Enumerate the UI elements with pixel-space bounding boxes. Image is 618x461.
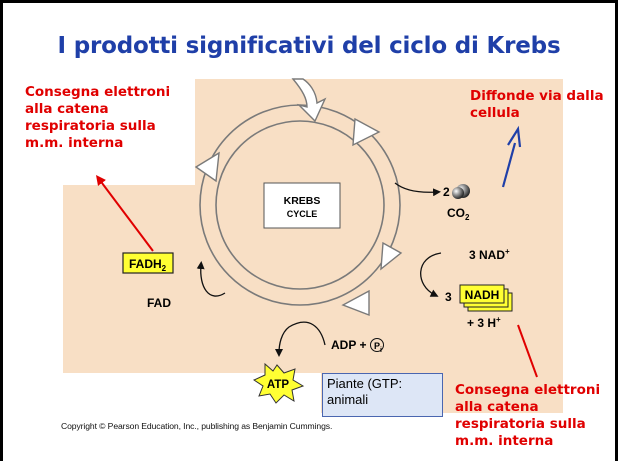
fadh2-label: FADH2 — [129, 257, 167, 273]
red-arrow-fadh2 — [96, 175, 154, 252]
label-bottom-right: Consegna elettroni alla catena respirato… — [455, 382, 600, 450]
label-bottom-right-line4: m.m. interna — [455, 433, 554, 449]
label-top-right-line2: cellula — [470, 105, 520, 121]
label-top-left: Consegna elettroni alla catena respirato… — [25, 84, 170, 152]
protons-label: + 3 H+ — [467, 315, 501, 330]
label-top-right-line1: Diffonde via dalla — [470, 88, 604, 104]
nadh-box — [459, 284, 505, 304]
label-top-left-line1: Consegna elettroni — [25, 84, 171, 100]
incoming-arrow — [291, 78, 327, 123]
label-bottom-right-line3: respiratoria sulla — [455, 416, 586, 432]
ring-arrow-right — [380, 241, 403, 271]
atp-label: ATP — [267, 379, 289, 391]
nad-nadh-arrow — [420, 252, 442, 297]
nadh-coefficient: 3 — [445, 290, 452, 304]
fad-fadh2-arrow — [196, 261, 226, 297]
label-bottom-right-line2: alla catena — [455, 399, 539, 415]
blue-arrow — [501, 142, 517, 188]
copyright-text: Copyright © Pearson Education, Inc., pub… — [61, 421, 333, 431]
ring-arrow-top — [352, 117, 381, 147]
ring-arrow-left — [194, 151, 220, 183]
ring-arrow-bottom — [341, 289, 370, 317]
krebs-diagram: KREBS CYCLE 2 CO2 3 NAD+ 3 NADH + 3 H+ F… — [63, 78, 563, 413]
label-top-left-line2: alla catena — [25, 101, 109, 117]
co2-label: CO2 — [447, 206, 470, 222]
adp-atp-arrow — [275, 321, 326, 357]
label-bottom-right-line1: Consegna elettroni — [455, 382, 601, 398]
krebs-cycle-line1: KREBS — [284, 195, 321, 207]
nad-label: 3 NAD+ — [469, 247, 510, 262]
krebs-cycle-box — [263, 182, 341, 229]
krebs-cycle-line2: CYCLE — [287, 209, 318, 219]
label-top-right: Diffonde via dalla cellula — [470, 88, 604, 122]
nadh-label: NADH — [465, 288, 500, 302]
fad-label: FAD — [147, 296, 171, 310]
label-top-left-line3: respiratoria sulla — [25, 118, 156, 134]
co2-ball-front — [452, 187, 464, 199]
adp-label: ADP + — [331, 338, 366, 352]
fadh2-box — [122, 252, 174, 274]
co2-branch-arrow — [394, 182, 441, 197]
plants-gtp-note: Piante (GTP: animali — [322, 373, 443, 417]
co2-coefficient: 2 — [443, 185, 450, 199]
diagram-background — [63, 79, 563, 413]
atp-star — [252, 362, 305, 404]
blue-arrowhead — [507, 125, 522, 148]
pi-label: Pi — [374, 341, 382, 354]
label-top-left-line4: m.m. interna — [25, 135, 124, 151]
red-arrow-nadh — [517, 324, 538, 378]
slide: KREBS CYCLE 2 CO2 3 NAD+ 3 NADH + 3 H+ F… — [3, 3, 615, 461]
slide-title: I prodotti significativi del ciclo di Kr… — [57, 33, 561, 59]
pi-circle — [370, 338, 384, 352]
